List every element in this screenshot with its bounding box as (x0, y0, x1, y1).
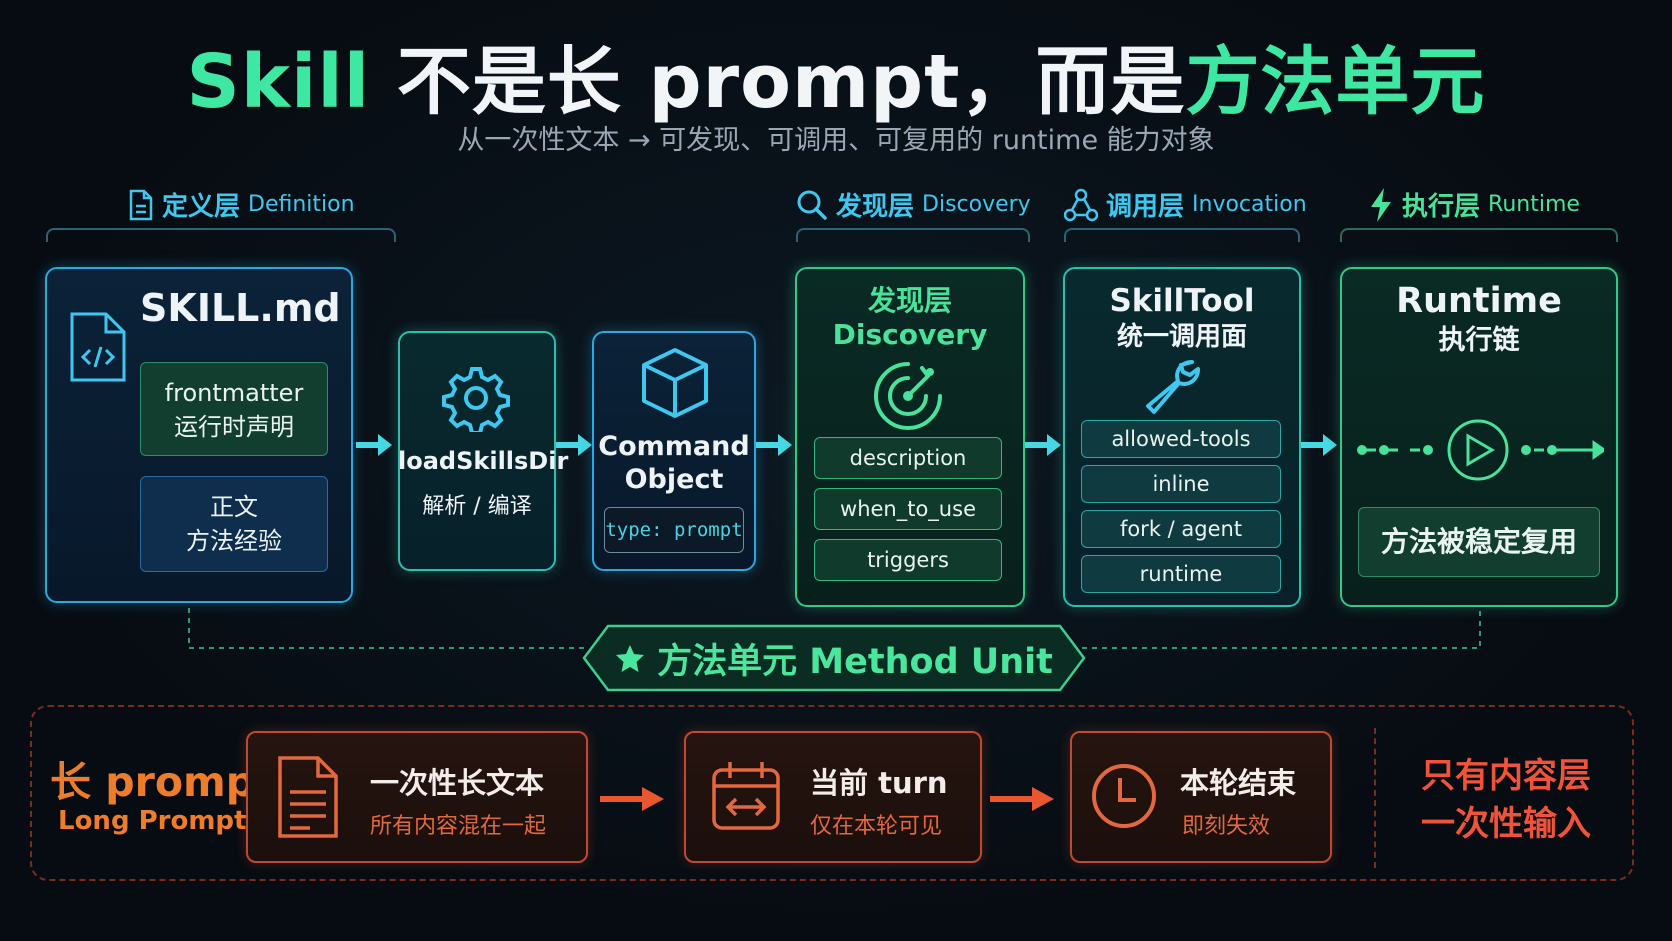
execution-chain-icon (1357, 419, 1604, 481)
layer-label-runtime: 执行层 Runtime (1368, 186, 1580, 223)
document-icon (129, 189, 153, 220)
flow-arrow (556, 434, 592, 456)
type-prompt-tag: type: prompt (604, 507, 744, 553)
orange-arrow (600, 787, 664, 811)
long-prompt-summary: 只有内容层 一次性输入 (1421, 756, 1591, 844)
runtime-bracket (1340, 228, 1618, 242)
divider (1374, 728, 1376, 868)
star-icon (616, 645, 645, 672)
long-prompt-frame (30, 705, 1634, 881)
body-box: 正文 方法经验 (140, 476, 328, 572)
page-title: Skill 不是长 prompt，而是方法单元 (186, 39, 1486, 125)
frontmatter-box: frontmatter 运行时声明 (140, 362, 328, 456)
skill-md-title: SKILL.md (140, 286, 341, 330)
nodes-icon (1064, 188, 1098, 221)
cube-icon (642, 348, 708, 418)
definition-bracket (46, 228, 396, 242)
discovery-item-description: description (814, 437, 1002, 479)
discovery-item-when-to-use: when_to_use (814, 488, 1002, 530)
skilltool-item-inline: inline (1081, 465, 1281, 503)
calendar-icon (712, 762, 780, 830)
skilltool-title: SkillTool 统一调用面 (1109, 283, 1255, 352)
long-prompt-step-1-title: 一次性长文本 (370, 766, 545, 800)
flow-arrow (756, 434, 792, 456)
discovery-bracket (796, 228, 1030, 242)
search-icon (797, 190, 827, 220)
flow-arrow (1025, 434, 1061, 456)
long-prompt-step-3-sub: 即刻失效 (1182, 814, 1271, 839)
long-prompt-step-3 (1070, 731, 1332, 863)
layer-label-discovery: 发现层 Discovery (796, 186, 1031, 223)
long-prompt-step-3-title: 本轮结束 (1180, 766, 1297, 800)
invocation-bracket (1064, 228, 1300, 242)
orange-arrow (990, 787, 1054, 811)
method-unit-connector (188, 608, 1481, 649)
gear-icon (442, 367, 510, 432)
discovery-card-title: 发现层 Discovery (832, 284, 988, 351)
command-object-title: Command Object (598, 431, 750, 495)
page-subtitle: 从一次性文本 → 可发现、可调用、可复用的 runtime 能力对象 (457, 125, 1215, 156)
load-skills-dir-sub: 解析 / 编译 (422, 494, 532, 519)
discovery-item-triggers: triggers (814, 539, 1002, 581)
runtime-result-box: 方法被稳定复用 (1358, 507, 1600, 577)
layer-label-definition: 定义层 Definition (128, 186, 355, 223)
flow-arrow (1301, 434, 1337, 456)
lightning-icon (1371, 187, 1391, 222)
long-prompt-step-2-sub: 仅在本轮可见 (810, 814, 943, 839)
flow-arrow (356, 434, 392, 456)
method-unit-banner (582, 624, 1086, 692)
long-prompt-step-2 (684, 731, 982, 863)
load-skills-dir-title: loadSkillsDir (398, 447, 569, 475)
skilltool-item-allowed-tools: allowed-tools (1081, 420, 1281, 458)
radar-icon (874, 362, 942, 430)
skilltool-item-runtime: runtime (1081, 555, 1281, 593)
long-prompt-label: 长 prompt (50, 758, 275, 806)
runtime-card-title: Runtime 执行链 (1396, 281, 1562, 356)
long-prompt-step-1-sub: 所有内容混在一起 (370, 814, 547, 839)
long-prompt-step-2-title: 当前 turn (810, 766, 948, 800)
wrench-icon (1146, 359, 1201, 414)
document-lines-icon (278, 756, 338, 838)
clock-icon (1092, 764, 1156, 828)
method-unit-label: 方法单元 Method Unit (582, 624, 1086, 692)
skilltool-item-fork-agent: fork / agent (1081, 510, 1281, 548)
code-file-icon (70, 312, 126, 382)
long-prompt-label-en: Long Prompt (58, 806, 247, 836)
long-prompt-step-1 (246, 731, 588, 863)
layer-label-invocation: 调用层 Invocation (1064, 186, 1307, 223)
